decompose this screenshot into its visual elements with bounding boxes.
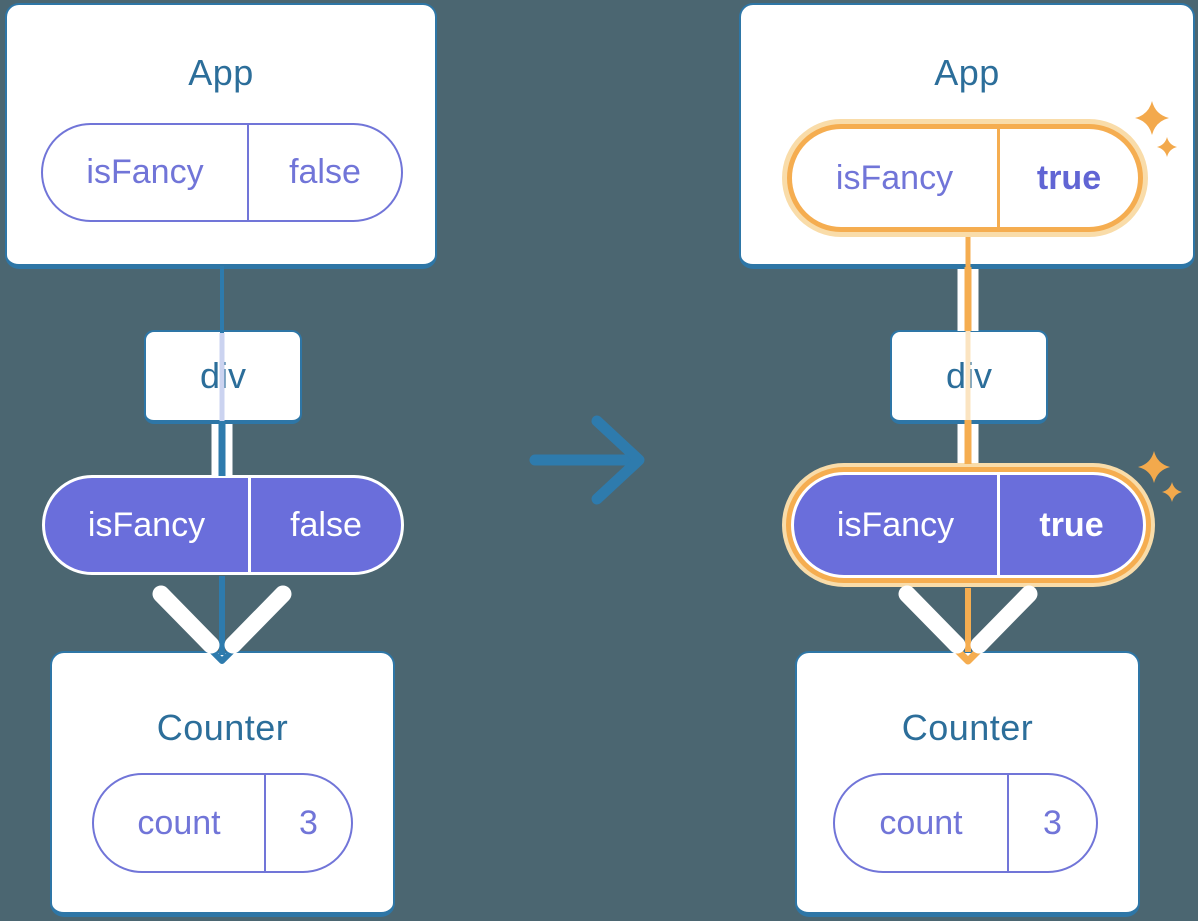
prop-key: isFancy: [836, 505, 955, 544]
sparkle-icon-pill: [1138, 451, 1182, 502]
left-counter-title: Counter: [156, 707, 289, 748]
prop-key: isFancy: [835, 158, 954, 197]
prop-key: isFancy: [87, 505, 206, 544]
prop-key: isFancy: [86, 153, 204, 191]
state-value: 3: [264, 775, 351, 871]
right-app-prop-pill-highlighted: isFancy true: [787, 124, 1143, 232]
state-key: count: [879, 803, 963, 842]
right-prop-pill-highlighted: isFancy true: [791, 472, 1146, 578]
right-counter-state-pill: count 3: [833, 773, 1098, 873]
left-app-prop-pill: isFancy false: [41, 123, 403, 222]
prop-value: false: [248, 478, 401, 572]
left-div-node: div: [144, 330, 302, 424]
prop-value: false: [247, 125, 401, 220]
right-div-label: div: [945, 355, 993, 396]
prop-value: true: [997, 475, 1143, 575]
right-props-arrowhead-icon: [898, 585, 1038, 654]
right-app-title: App: [934, 52, 1000, 93]
left-prop-pill: isFancy false: [42, 475, 404, 575]
right-counter-title: Counter: [901, 707, 1034, 748]
left-counter-state-pill: count 3: [92, 773, 353, 873]
right-arrow-icon: [529, 415, 645, 505]
state-value: 3: [1007, 775, 1096, 871]
prop-value: true: [997, 129, 1138, 227]
right-div-node: div: [890, 330, 1048, 424]
left-div-label: div: [199, 355, 247, 396]
state-key: count: [137, 803, 221, 842]
left-props-arrowhead-icon: [152, 585, 292, 654]
left-app-title: App: [188, 52, 254, 93]
